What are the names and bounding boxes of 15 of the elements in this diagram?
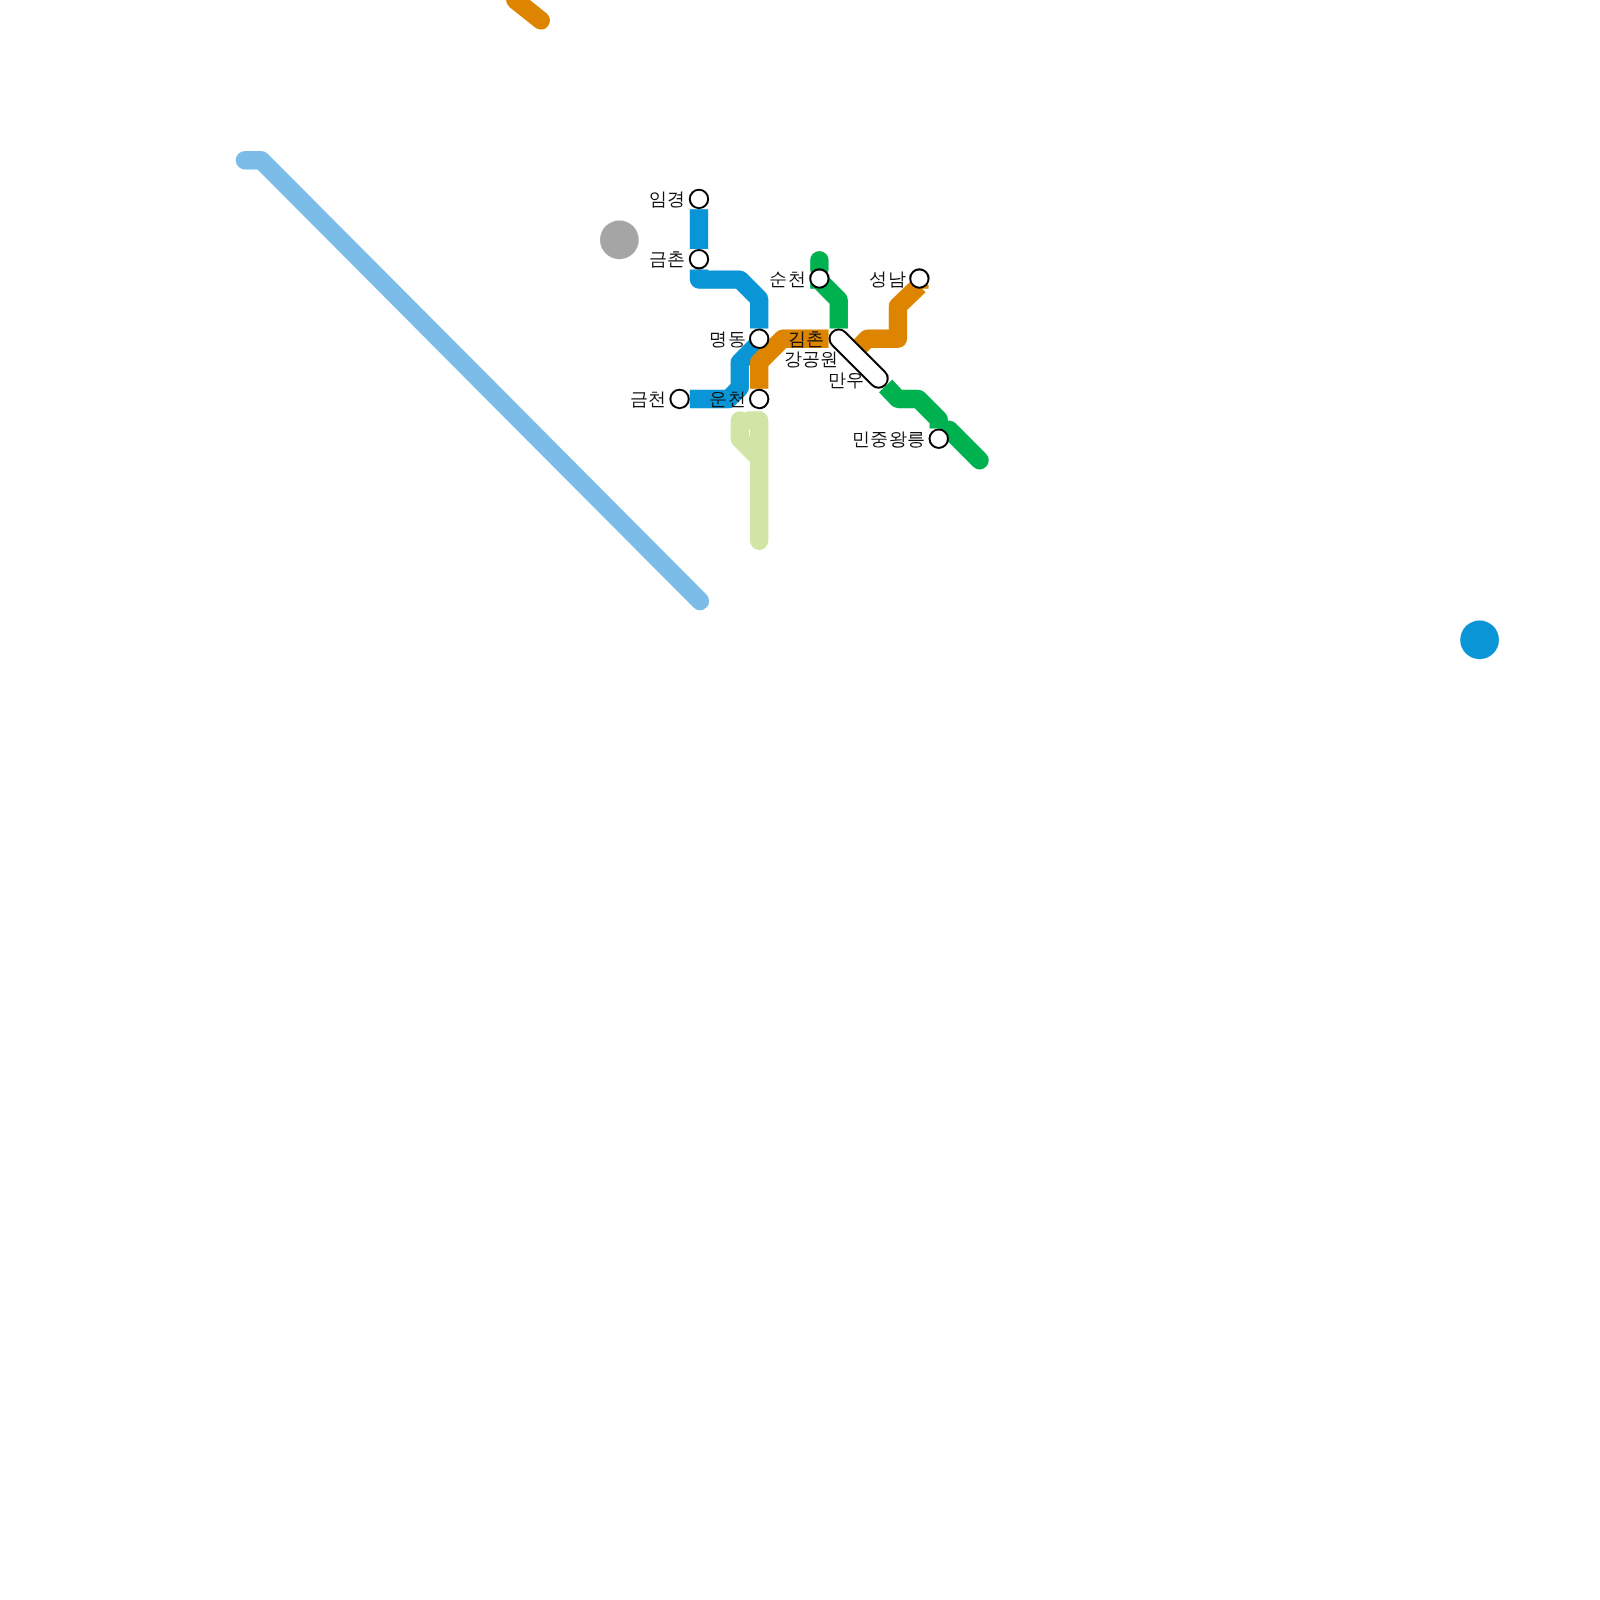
station-name: 금천 — [629, 388, 667, 410]
route-line — [878, 379, 948, 429]
station-name: 임경 — [649, 188, 686, 210]
station-name: 성남 — [869, 268, 907, 289]
station-name: 순천 — [769, 268, 807, 289]
route-line — [750, 329, 829, 389]
route-line — [689, 209, 709, 249]
station-name: 운천 — [709, 388, 746, 410]
station-name: 명동 — [709, 328, 746, 349]
station-name: 김촌 — [787, 328, 825, 349]
station-name: 금촌 — [649, 249, 686, 270]
station-name: 만우 — [827, 369, 865, 390]
station-name: 민중왕릉 — [852, 428, 926, 449]
route-line — [689, 269, 769, 329]
station-name: 강공원 — [783, 349, 839, 370]
